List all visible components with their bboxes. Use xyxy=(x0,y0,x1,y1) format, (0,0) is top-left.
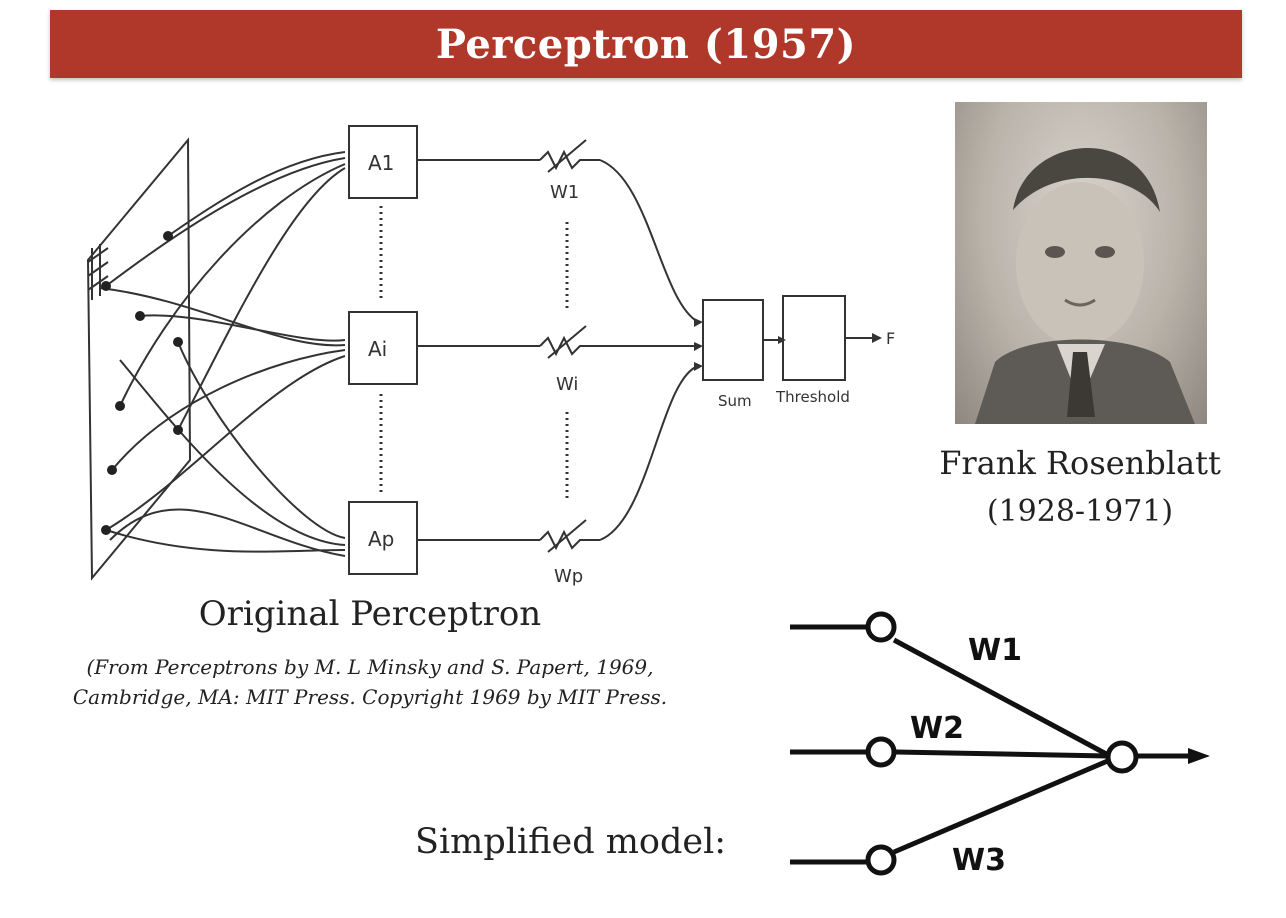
weight-label-1: W1 xyxy=(550,182,579,203)
simplified-model-label: Simplified model: xyxy=(415,822,727,862)
sum-box xyxy=(702,299,764,381)
weight-1-symbol xyxy=(539,149,600,171)
threshold-box xyxy=(782,295,846,381)
weight-label-2: Wi xyxy=(556,374,578,395)
citation-text: (From Perceptrons by M. L Minsky and S. … xyxy=(72,655,668,709)
retina-plane xyxy=(86,137,192,581)
simplified-weight-1: W1 xyxy=(968,633,1022,668)
simplified-model-diagram xyxy=(790,611,1190,876)
input-node-3 xyxy=(865,844,897,876)
output-label: F xyxy=(886,329,895,348)
person-years: (1928-1971) xyxy=(986,494,1174,529)
a-unit-box-1 xyxy=(348,125,418,199)
a-unit-label-1: A1 xyxy=(368,151,394,175)
weight-label-3: Wp xyxy=(554,566,583,587)
weight-2-symbol xyxy=(539,335,600,357)
threshold-label: Threshold xyxy=(775,388,850,406)
simplified-weight-2: W2 xyxy=(910,711,964,746)
input-node-2 xyxy=(865,736,897,768)
a-unit-label-3: Ap xyxy=(368,527,394,551)
a-unit-box-3 xyxy=(348,501,418,575)
portrait-photo xyxy=(955,102,1207,424)
retina-grid xyxy=(87,244,109,300)
simplified-weight-3: W3 xyxy=(952,843,1006,878)
slide-title: Perceptron (1957) xyxy=(435,20,857,68)
a-unit-box-2 xyxy=(348,311,418,385)
title-bar: Perceptron (1957) xyxy=(50,10,1242,78)
weight-3-symbol xyxy=(539,529,600,551)
person-name: Frank Rosenblatt xyxy=(939,444,1221,482)
input-node-1 xyxy=(865,611,897,643)
output-arrowhead xyxy=(1188,748,1210,764)
sum-label: Sum xyxy=(718,392,752,410)
a-unit-label-2: Ai xyxy=(368,337,387,361)
original-perceptron-caption: Original Perceptron xyxy=(198,594,542,634)
output-node xyxy=(1105,740,1139,774)
